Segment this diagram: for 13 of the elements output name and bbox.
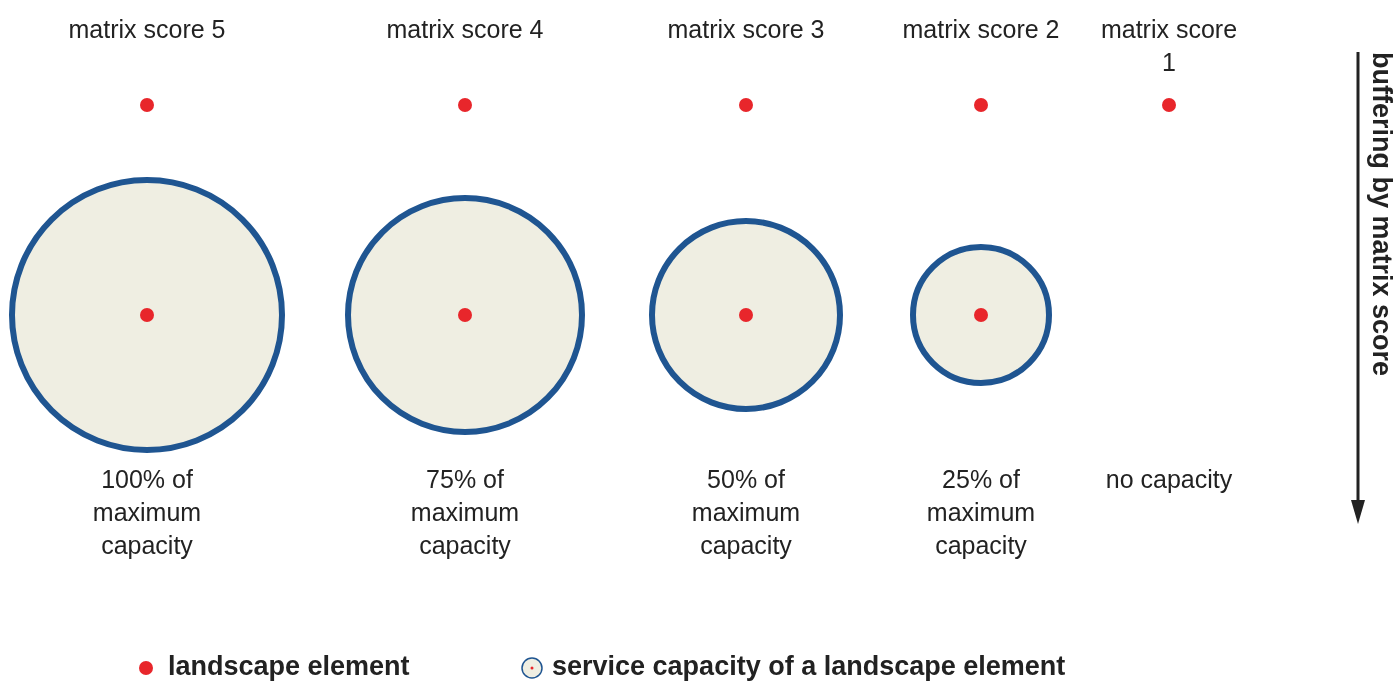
- capacity-label: 75% of maximum capacity: [409, 464, 521, 561]
- column-heading: matrix score 3: [666, 14, 826, 45]
- legend-label: landscape element: [168, 651, 410, 682]
- column-heading: matrix score 2: [901, 14, 1061, 45]
- legend-label: service capacity of a landscape element: [552, 651, 1066, 682]
- capacity-label: 100% of maximum capacity: [91, 464, 203, 561]
- axis-label: buffering by matrix score: [1366, 52, 1397, 377]
- capacity-label: 50% of maximum capacity: [690, 464, 802, 561]
- capacity-label: no capacity: [1104, 464, 1234, 495]
- column-heading: matrix score 1: [1099, 14, 1239, 78]
- column-heading: matrix score 4: [385, 14, 545, 45]
- capacity-label: 25% of maximum capacity: [925, 464, 1037, 561]
- column-heading: matrix score 5: [67, 14, 227, 45]
